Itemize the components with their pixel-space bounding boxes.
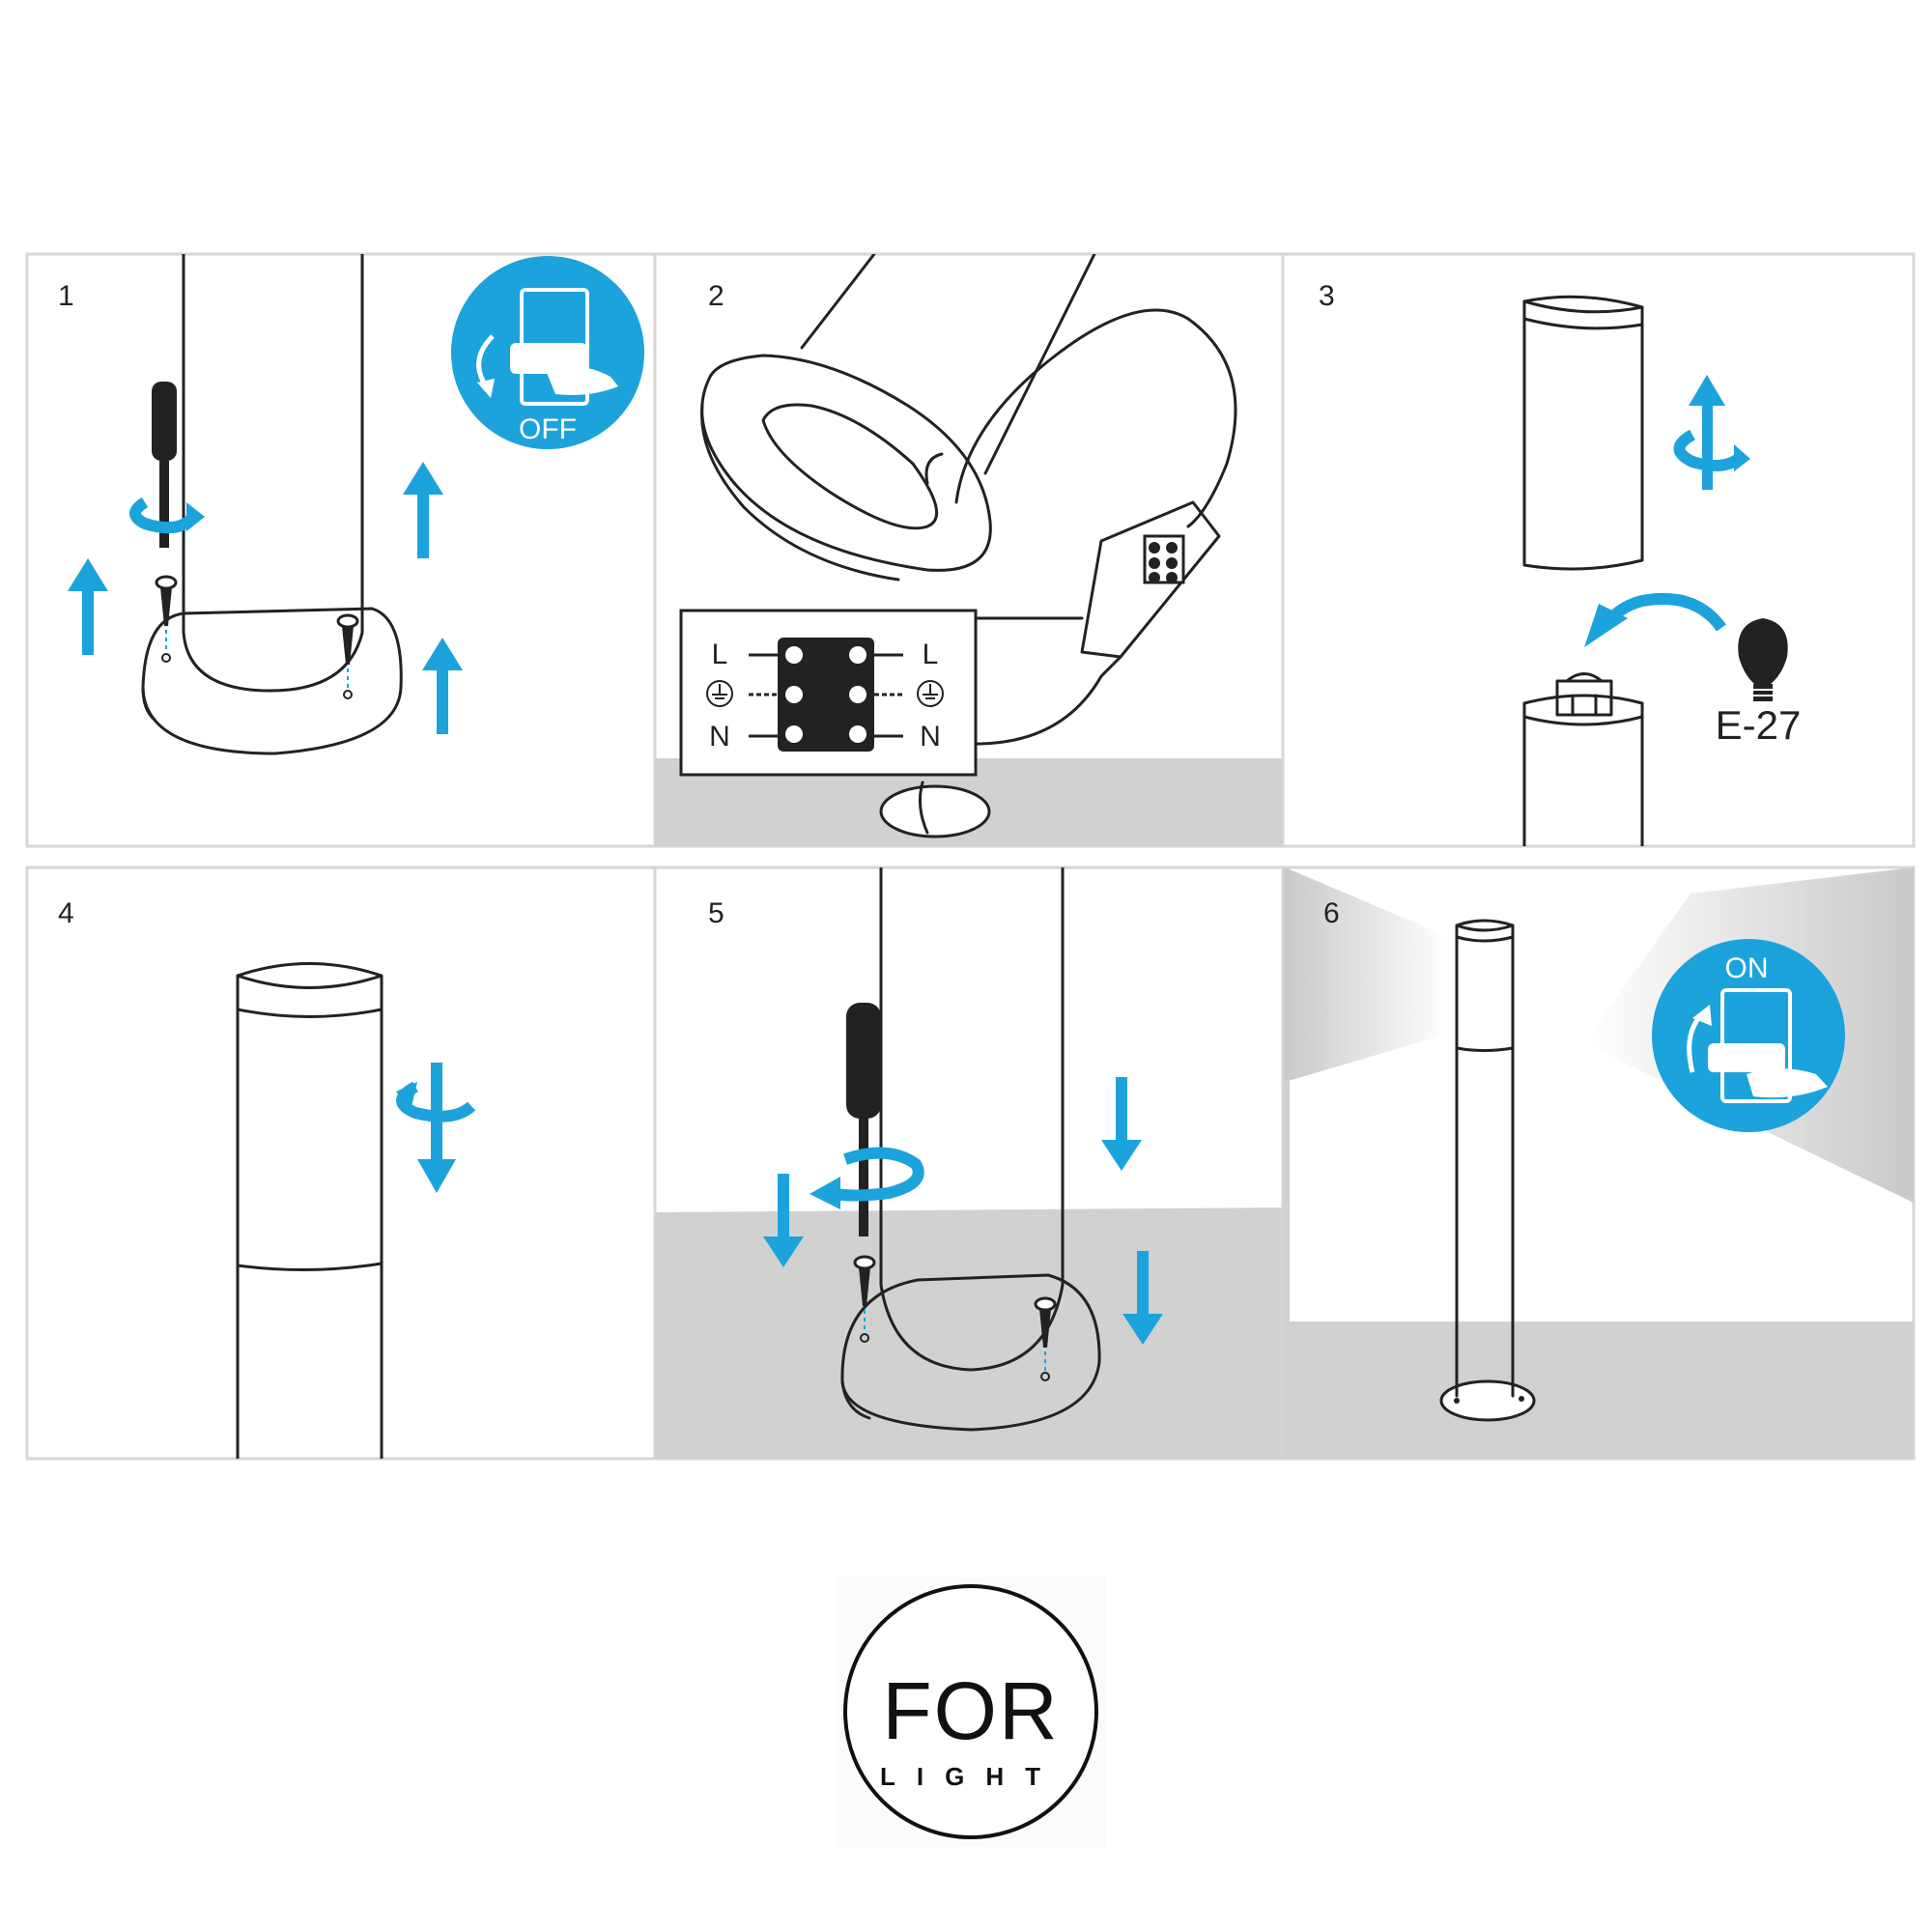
bulb-socket-label: E-27 <box>1716 702 1802 748</box>
lamp-post <box>800 254 876 350</box>
ground <box>1283 1321 1914 1459</box>
arrow-down-icon <box>1101 1077 1142 1171</box>
step-1-panel: 1 <box>25 252 657 848</box>
rotate-icon <box>810 1147 924 1209</box>
switch-on-icon: ON <box>1652 939 1845 1132</box>
screwdriver-icon <box>846 1003 881 1236</box>
wiring-diagram: L N L N <box>679 609 978 777</box>
wire-label-l-left: L <box>712 639 728 670</box>
lamp-post <box>236 962 384 1459</box>
ground-symbol-icon <box>917 680 944 707</box>
step-4-number: 4 <box>58 897 74 929</box>
bulb-icon <box>1738 618 1788 701</box>
lamp-base <box>840 1273 1101 1432</box>
screw-icon <box>336 613 359 689</box>
lamp-post <box>182 254 364 693</box>
switch-off-icon: OFF <box>451 256 644 449</box>
rotate-down-icon <box>396 1063 476 1193</box>
curved-arrow-icon <box>1584 592 1726 647</box>
step-6-panel: 6 ON <box>1281 866 1916 1461</box>
lamp-base <box>141 607 403 755</box>
arrow-up-icon <box>422 638 463 734</box>
logo-subtitle: LIGHT <box>880 1762 1062 1791</box>
step-5-panel: 5 <box>653 866 1285 1461</box>
ground <box>655 1208 1283 1459</box>
arrow-up-icon <box>403 462 443 558</box>
rotate-up-icon <box>1673 375 1750 490</box>
terminal-block <box>1080 500 1221 659</box>
step-5-number: 5 <box>708 897 724 929</box>
step-2-number: 2 <box>708 280 724 312</box>
switch-on-label: ON <box>1725 952 1769 984</box>
rotate-icon <box>129 497 205 534</box>
arrow-down-icon <box>763 1174 804 1267</box>
switch-off-label: OFF <box>519 413 577 445</box>
lamp-post <box>879 867 1065 1372</box>
ground-symbol-icon <box>706 680 733 707</box>
lamp-post <box>1439 919 1536 1422</box>
ground-hole <box>879 784 991 838</box>
wire-label-l-right: L <box>923 639 939 670</box>
step-1-number: 1 <box>58 280 74 312</box>
brand-logo: FOR LIGHT <box>836 1577 1106 1847</box>
screwdriver-icon <box>152 382 177 548</box>
power-cable <box>954 308 1237 528</box>
step-2-panel: 2 <box>653 252 1285 848</box>
screw-icon <box>155 575 178 653</box>
logo-wordmark: FOR <box>882 1665 1059 1756</box>
wire-label-n-left: N <box>709 721 730 753</box>
wire-label-n-right: N <box>920 721 941 753</box>
lamp-base <box>700 354 992 572</box>
lamp-post <box>1522 672 1644 846</box>
step-3-number: 3 <box>1319 280 1335 312</box>
step-3-panel: 3 <box>1281 252 1916 848</box>
step-4-panel: 4 <box>25 866 657 1461</box>
light-beam-left <box>1285 867 1449 1082</box>
arrow-down-icon <box>1122 1251 1163 1345</box>
diffuser <box>1522 295 1644 571</box>
step-6-number: 6 <box>1323 897 1340 929</box>
screw-icon <box>853 1255 876 1333</box>
arrow-up-icon <box>68 558 108 655</box>
screw-icon <box>1034 1296 1057 1372</box>
